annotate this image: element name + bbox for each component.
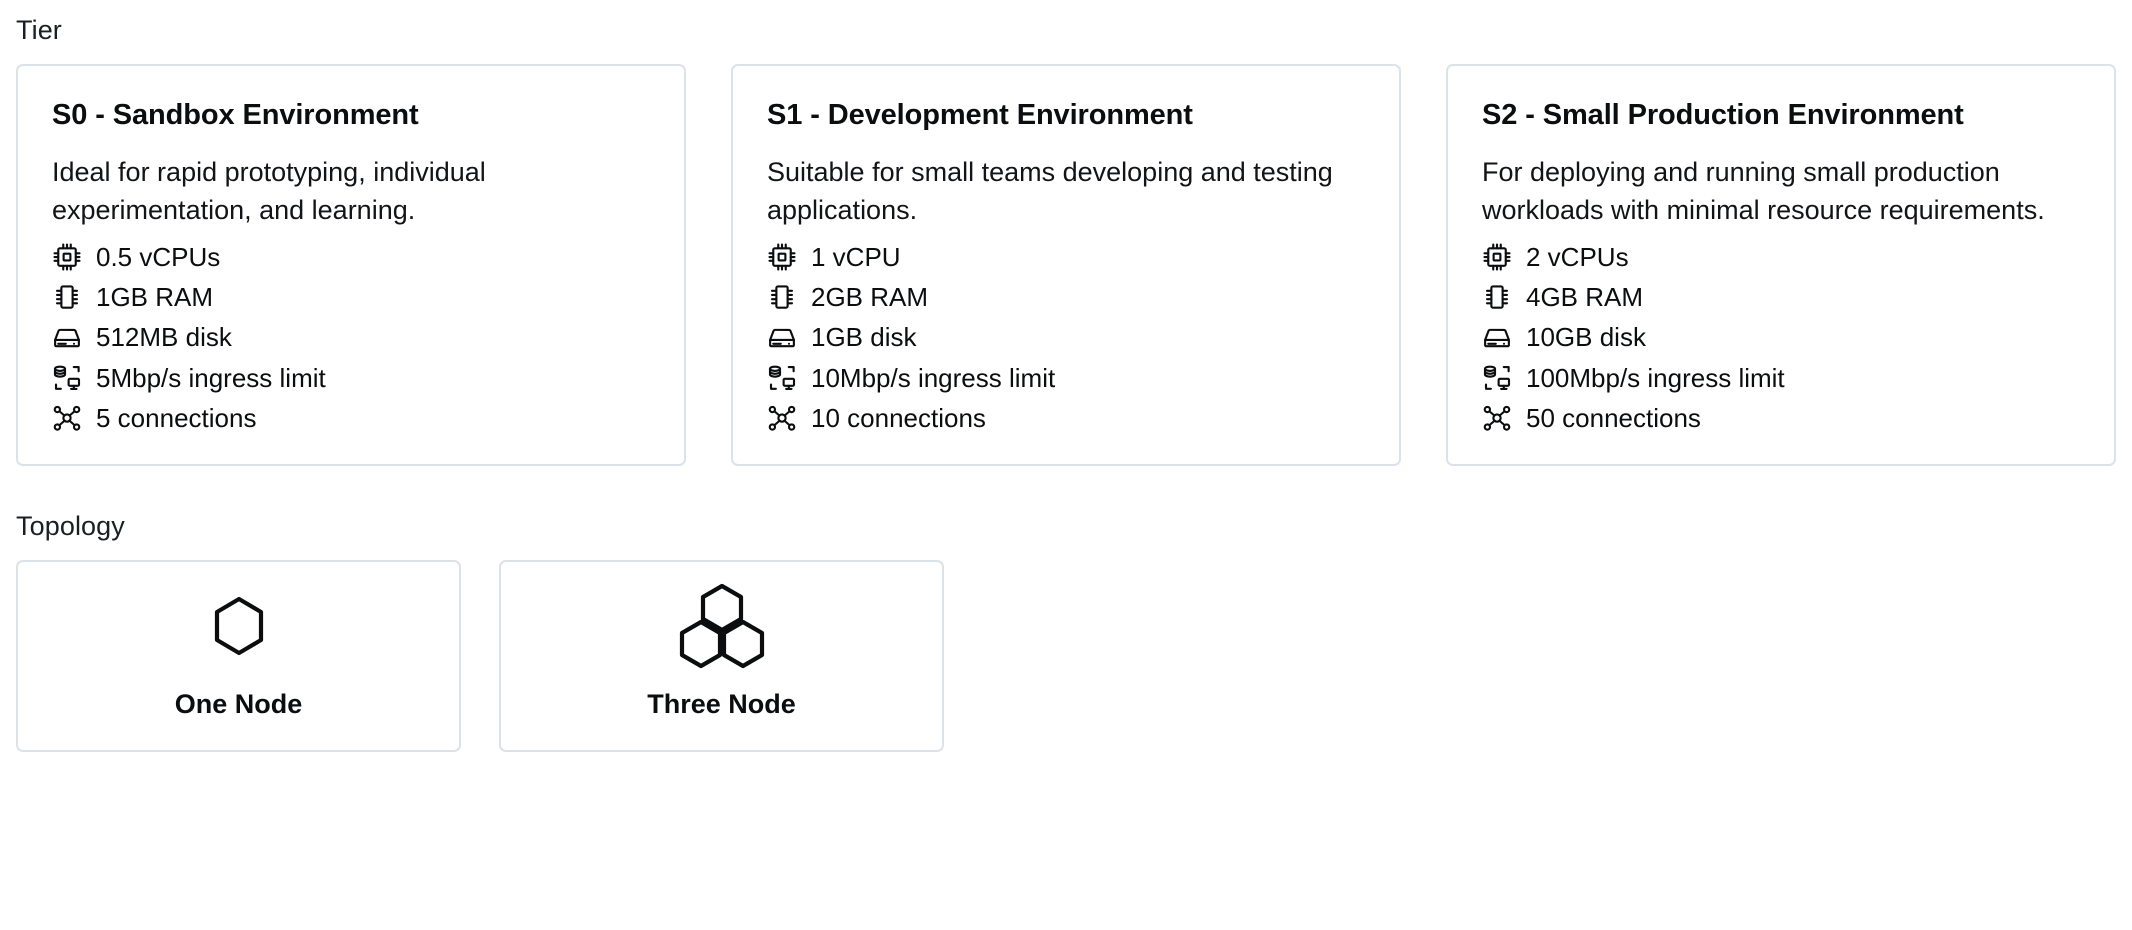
network-icon (767, 363, 797, 393)
triple-hexagon-icon (676, 584, 768, 669)
topology-option-card[interactable]: Three Node (499, 559, 944, 752)
hard-drive-icon (1482, 323, 1512, 353)
tier-spec-row: 512MB disk (52, 320, 650, 354)
memory-icon (1482, 282, 1512, 312)
topology-option-card[interactable]: One Node (16, 559, 461, 752)
connections-icon (1482, 403, 1512, 433)
connections-icon (52, 403, 82, 433)
tier-card[interactable]: S0 - Sandbox Environment Ideal for rapid… (16, 63, 686, 466)
tier-spec-text: 1 vCPU (811, 241, 901, 272)
tier-spec-row: 5Mbp/s ingress limit (52, 361, 650, 395)
tier-spec-list: 1 vCPU 2GB RAM 1GB disk (767, 240, 1365, 438)
tier-card-grid: S0 - Sandbox Environment Ideal for rapid… (0, 63, 2132, 466)
tier-spec-row: 10Mbp/s ingress limit (767, 361, 1365, 395)
tier-spec-text: 1GB RAM (96, 282, 214, 313)
tier-spec-row: 50 connections (1482, 401, 2080, 435)
network-icon (52, 363, 82, 393)
memory-icon (767, 282, 797, 312)
topology-option-label: One Node (174, 689, 303, 720)
topology-option-label: Three Node (647, 689, 796, 720)
tier-card[interactable]: S1 - Development Environment Suitable fo… (731, 63, 1401, 466)
tier-spec-row: 2 vCPUs (1482, 240, 2080, 274)
tier-spec-row: 1GB disk (767, 320, 1365, 354)
tier-spec-row: 0.5 vCPUs (52, 240, 650, 274)
tier-spec-row: 4GB RAM (1482, 280, 2080, 314)
tier-card-description: Ideal for rapid prototyping, individual … (52, 156, 486, 226)
topology-section-label: Topology (16, 510, 125, 541)
tier-card-description: Suitable for small teams developing and … (767, 156, 1333, 226)
topology-card-grid: One Node Three Node (0, 559, 2132, 752)
tier-spec-list: 2 vCPUs 4GB RAM 10GB disk (1482, 240, 2080, 438)
tier-spec-row: 1GB RAM (52, 280, 650, 314)
memory-icon (52, 282, 82, 312)
tier-spec-row: 5 connections (52, 401, 650, 435)
tier-spec-list: 0.5 vCPUs 1GB RAM 512MB disk (52, 240, 650, 438)
tier-spec-text: 0.5 vCPUs (96, 241, 221, 272)
tier-spec-text: 1GB disk (811, 322, 917, 353)
tier-card-title: S1 - Development Environment (767, 98, 1193, 131)
tier-spec-text: 512MB disk (96, 322, 232, 353)
tier-section: Tier S0 - Sandbox Environment Ideal for … (0, 14, 2132, 466)
single-hexagon-icon (211, 590, 267, 662)
tier-spec-text: 10GB disk (1526, 322, 1646, 353)
tier-spec-row: 1 vCPU (767, 240, 1365, 274)
tier-spec-row: 10GB disk (1482, 320, 2080, 354)
tier-spec-text: 2 vCPUs (1526, 241, 1629, 272)
tier-card-title: S2 - Small Production Environment (1482, 98, 1964, 131)
tier-spec-text: 2GB RAM (811, 282, 929, 313)
network-icon (1482, 363, 1512, 393)
tier-section-label: Tier (16, 15, 62, 45)
hard-drive-icon (767, 323, 797, 353)
tier-card[interactable]: S2 - Small Production Environment For de… (1446, 63, 2116, 466)
tier-spec-row: 10 connections (767, 401, 1365, 435)
cpu-icon (1482, 242, 1512, 272)
tier-spec-text: 4GB RAM (1526, 282, 1644, 313)
cpu-icon (52, 242, 82, 272)
tier-card-description: For deploying and running small producti… (1482, 156, 2045, 226)
tier-spec-text: 5 connections (96, 403, 257, 434)
tier-card-title: S0 - Sandbox Environment (52, 98, 419, 131)
tier-spec-text: 10 connections (811, 403, 986, 434)
tier-spec-text: 50 connections (1526, 403, 1701, 434)
connections-icon (767, 403, 797, 433)
tier-spec-text: 100Mbp/s ingress limit (1526, 362, 1785, 393)
tier-spec-row: 100Mbp/s ingress limit (1482, 361, 2080, 395)
tier-spec-row: 2GB RAM (767, 280, 1365, 314)
hard-drive-icon (52, 323, 82, 353)
tier-spec-text: 10Mbp/s ingress limit (811, 362, 1056, 393)
topology-section: Topology One Node Three Node (0, 510, 2132, 752)
tier-spec-text: 5Mbp/s ingress limit (96, 362, 326, 393)
cpu-icon (767, 242, 797, 272)
